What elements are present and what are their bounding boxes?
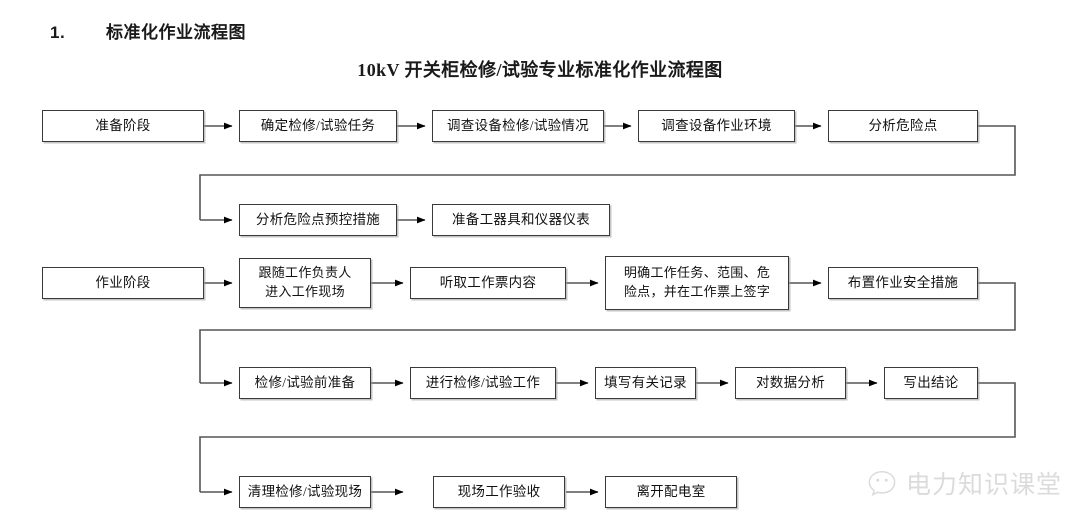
flow-node-fill-records[interactable]: 填写有关记录: [595, 367, 696, 399]
flow-node-hazard-control-measures[interactable]: 分析危险点预控措施: [239, 204, 397, 236]
flow-node-analyze-hazards[interactable]: 分析危险点: [828, 110, 978, 142]
flowchart-title: 10kV 开关柜检修/试验专业标准化作业流程图: [357, 60, 723, 80]
flow-node-label-line1: 跟随工作负责人: [258, 265, 352, 281]
flow-node-label: 分析危险点: [868, 117, 938, 133]
flow-node-label: 布置作业安全措施: [847, 274, 959, 290]
flow-node-survey-equipment-status[interactable]: 调查设备检修/试验情况: [432, 110, 604, 142]
flow-node-survey-work-environment[interactable]: 调查设备作业环境: [638, 110, 795, 142]
flow-node-preparation-stage[interactable]: 准备阶段: [42, 110, 204, 142]
flow-node-label: 对数据分析: [756, 374, 825, 390]
flow-node-label: 现场工作验收: [457, 483, 541, 499]
flow-node-pre-work-preparation[interactable]: 检修/试验前准备: [239, 367, 371, 399]
flow-node-label: 调查设备作业环境: [661, 117, 772, 133]
flow-node-write-conclusion[interactable]: 写出结论: [884, 367, 978, 399]
wechat-bubble-icon: [868, 470, 896, 497]
section-heading-text: 标准化作业流程图: [106, 23, 246, 42]
flow-node-label: 作业阶段: [95, 274, 151, 290]
flow-node-prepare-tools-instruments[interactable]: 准备工器具和仪器仪表: [432, 204, 610, 236]
flow-node-perform-maintenance-test[interactable]: 进行检修/试验工作: [410, 367, 556, 399]
section-heading: 1. 标准化作业流程图: [50, 18, 246, 43]
flow-node-confirm-scope-sign-ticket[interactable]: 明确工作任务、范围、危 险点，并在工作票上签字: [605, 256, 789, 310]
flow-node-label: 进行检修/试验工作: [425, 374, 541, 390]
flow-node-clean-work-site[interactable]: 清理检修/试验现场: [239, 476, 371, 508]
flow-node-label: 准备工器具和仪器仪表: [452, 211, 590, 227]
flow-node-arrange-safety-measures[interactable]: 布置作业安全措施: [828, 267, 978, 299]
flow-node-label-line2: 进入工作现场: [265, 284, 345, 299]
flow-node-label-line2: 险点，并在工作票上签字: [623, 284, 771, 299]
flow-node-label: 分析危险点预控措施: [255, 211, 381, 227]
flow-node-site-acceptance[interactable]: 现场工作验收: [433, 476, 565, 508]
flow-node-label: 准备阶段: [95, 117, 151, 133]
flow-node-label: 确定检修/试验任务: [260, 117, 376, 133]
flow-node-analyze-data[interactable]: 对数据分析: [735, 367, 846, 399]
flow-node-leave-substation-room[interactable]: 离开配电室: [605, 476, 737, 508]
flow-node-label: 清理检修/试验现场: [247, 483, 363, 499]
flow-node-label: 检修/试验前准备: [254, 374, 356, 390]
watermark: 电力知识课堂: [867, 465, 1062, 501]
watermark-text: 电力知识课堂: [905, 472, 1062, 499]
flow-node-label: 填写有关记录: [604, 374, 687, 390]
flow-node-label: 听取工作票内容: [439, 274, 537, 290]
flow-node-label: 离开配电室: [636, 483, 706, 499]
section-number: 1.: [50, 23, 66, 42]
flow-node-label: 调查设备检修/试验情况: [446, 117, 590, 133]
flow-node-follow-supervisor-to-site[interactable]: 跟随工作负责人 进入工作现场: [239, 258, 371, 308]
flow-node-work-stage[interactable]: 作业阶段: [42, 267, 204, 299]
flow-node-label-line1: 明确工作任务、范围、危: [623, 265, 771, 281]
flow-node-label: 写出结论: [903, 374, 959, 390]
flow-node-listen-work-ticket[interactable]: 听取工作票内容: [410, 267, 566, 299]
flow-node-confirm-task[interactable]: 确定检修/试验任务: [239, 110, 397, 142]
